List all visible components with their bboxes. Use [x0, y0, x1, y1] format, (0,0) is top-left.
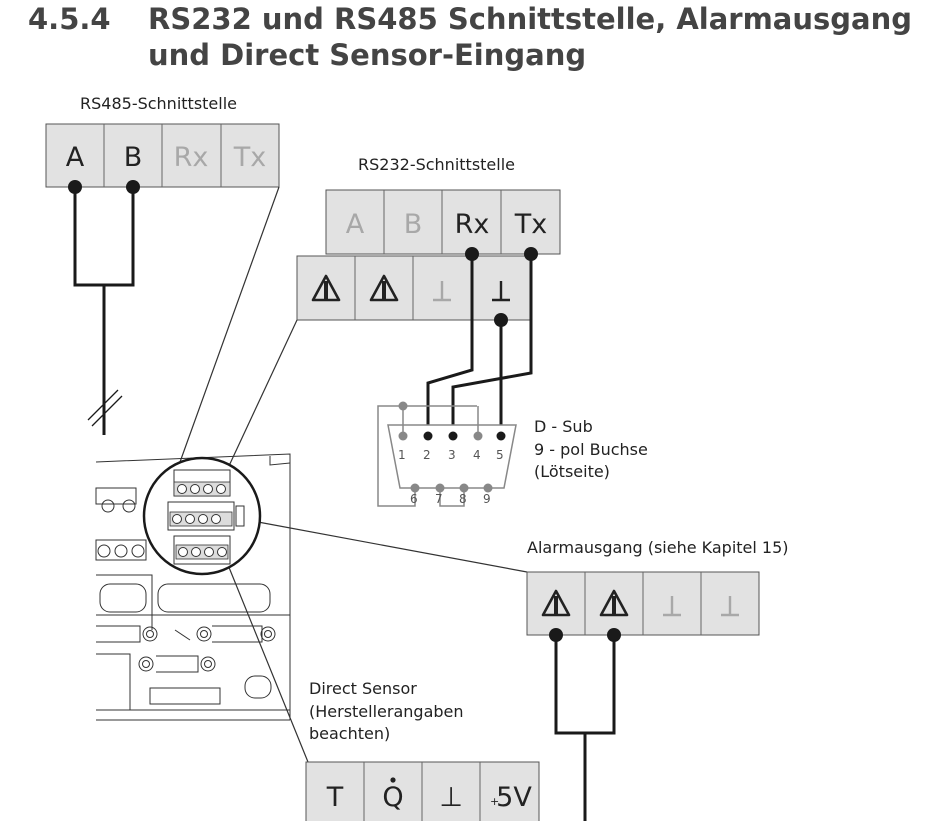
alarm-ground-terminal-block — [296, 255, 531, 321]
dsub-pin-1: 1 — [398, 448, 406, 462]
rs232-terminal-b: B — [404, 209, 423, 240]
rs485-wiring — [73, 187, 135, 435]
dsub-label-line-2: 9 - pol Buchse — [534, 440, 648, 459]
rs232-terminal-rx: Rx — [455, 209, 490, 240]
alarm-terminal-block — [526, 571, 760, 636]
rs485-terminal-b: B — [124, 142, 143, 173]
section-title-line-2: und Direct Sensor-Eingang — [148, 38, 587, 72]
rs485-label: RS485-Schnittstelle — [80, 94, 237, 113]
rs485-solder-point-b — [126, 180, 140, 194]
dsub-pin-5: 5 — [496, 448, 504, 462]
magnifier-detail — [142, 456, 262, 576]
rs232-solder-point-ground — [494, 313, 508, 327]
direct-sensor-label-line-2: (Herstellerangaben — [309, 702, 464, 721]
dsub-pin-7: 7 — [435, 492, 443, 506]
dsub-pin-3: 3 — [448, 448, 456, 462]
direct-sensor-terminal-t: T — [326, 782, 344, 813]
rs485-solder-point-a — [68, 180, 82, 194]
rs232-terminal-tx: Tx — [514, 209, 547, 240]
rs485-terminal-rx: Rx — [174, 142, 209, 173]
q-dot-mark — [390, 777, 396, 783]
rs232-solder-point-tx — [524, 247, 538, 261]
rs232-solder-point-rx — [465, 247, 479, 261]
alarm-solder-point — [549, 628, 563, 642]
dsub-pin-4: 4 — [473, 448, 481, 462]
alarm-wiring — [554, 635, 616, 821]
rs485-terminal-tx: Tx — [233, 142, 266, 173]
dsub-label-line-1: D - Sub — [534, 417, 593, 436]
dsub-label-line-3: (Lötseite) — [534, 462, 610, 481]
direct-sensor-label-line-3: beachten) — [309, 724, 390, 743]
direct-sensor-terminal-q: Q — [382, 782, 403, 813]
direct-sensor-terminal-5v: 5V — [496, 782, 532, 813]
dsub-pin-6: 6 — [410, 492, 418, 506]
rs485-terminal-a: A — [66, 142, 85, 173]
direct-sensor-label-line-1: Direct Sensor — [309, 679, 417, 698]
dsub-pin-2: 2 — [423, 448, 431, 462]
dsub-pin-9: 9 — [483, 492, 491, 506]
direct-sensor-plus-mark: + — [490, 795, 499, 808]
section-number: 4.5.4 — [28, 2, 111, 36]
alarm-label: Alarmausgang (siehe Kapitel 15) — [527, 538, 789, 557]
pointer-lines — [179, 186, 528, 763]
rs232-terminal-block: A B Rx Tx — [325, 189, 561, 255]
rs485-terminal-block: A B Rx Tx — [45, 123, 280, 188]
section-title-line-1: RS232 und RS485 Schnittstelle, Alarmausg… — [148, 2, 913, 36]
rs232-label: RS232-Schnittstelle — [358, 155, 515, 174]
device-housing — [95, 453, 291, 721]
direct-sensor-terminal-ground: ⊥ — [439, 782, 463, 813]
direct-sensor-terminal-block: T Q ⊥ + 5V — [305, 761, 540, 821]
dsub-connector: 1 2 3 4 5 6 7 8 9 — [377, 383, 517, 507]
rs232-terminal-a: A — [346, 209, 365, 240]
rs232-wiring — [426, 254, 533, 436]
alarm-solder-point — [607, 628, 621, 642]
dsub-pin-8: 8 — [459, 492, 467, 506]
